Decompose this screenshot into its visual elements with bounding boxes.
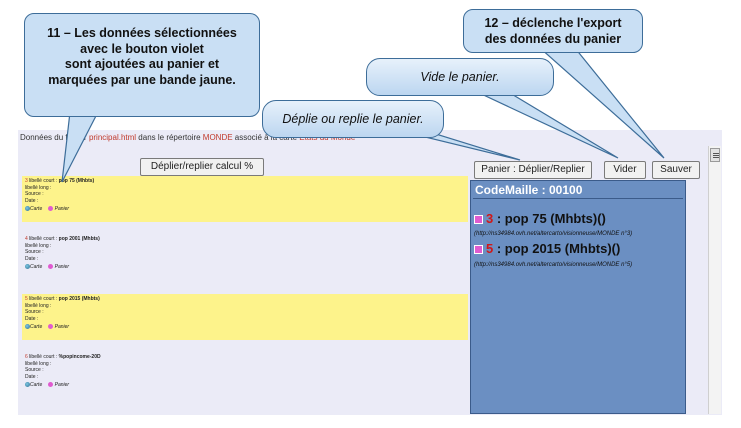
callout-deplie: Déplie ou replie le panier.	[262, 100, 444, 138]
basket-item: 3 : pop 75 (Mhbts)()	[474, 211, 606, 226]
basket-code: CodeMaille : 00100	[475, 183, 583, 197]
globe-icon[interactable]	[25, 206, 30, 212]
list-item: 5 libellé court : pop 2015 (Mhbts) libel…	[22, 294, 468, 340]
globe-icon[interactable]	[25, 324, 30, 330]
basket-divider	[473, 198, 683, 199]
basket-remove-icon[interactable]	[474, 245, 483, 255]
carte-link[interactable]: Carte	[30, 324, 43, 330]
globe-icon[interactable]	[25, 382, 30, 388]
vertical-scrollbar[interactable]	[708, 146, 721, 414]
list-item: 4 libellé court : pop 2001 (Mhbts) libel…	[25, 236, 100, 270]
carte-link[interactable]: Carte	[30, 382, 43, 388]
save-basket-button[interactable]: Sauver	[652, 161, 700, 179]
panier-link[interactable]: Panier	[54, 264, 70, 270]
dir-name: MONDE	[202, 133, 233, 142]
callout-vider: Vide le panier.	[366, 58, 554, 96]
app-frame: Données du fichier principal.html dans l…	[18, 130, 722, 415]
carte-link[interactable]: Carte	[30, 264, 43, 270]
carte-link[interactable]: Carte	[30, 206, 43, 212]
list-item: 3 libellé court : pop 75 (Mhbts) libellé…	[22, 176, 468, 222]
panier-link[interactable]: Panier	[54, 324, 70, 330]
basket-remove-icon[interactable]	[474, 215, 483, 225]
callout-11: 11 – Les données sélectionnées avec le b…	[24, 13, 260, 117]
file-link[interactable]: principal.html	[88, 133, 137, 142]
basket-add-icon[interactable]	[48, 206, 54, 212]
basket-item-url: (http://ns34984.ovh.net/altercarto/visio…	[474, 262, 633, 268]
callout-12: 12 – déclenche l'export des données du p…	[463, 9, 643, 53]
list-item: 6 libellé court : %popincome-20D libellé…	[25, 354, 101, 388]
panier-link[interactable]: Panier	[54, 206, 70, 212]
globe-icon[interactable]	[25, 264, 30, 270]
basket-toggle-button[interactable]: Panier : Déplier/Replier	[474, 161, 592, 179]
data-list: 3 libellé court : pop 75 (Mhbts) libellé…	[22, 176, 468, 414]
basket-item: 5 : pop 2015 (Mhbts)()	[474, 241, 620, 256]
basket-item-url: (http://ns34984.ovh.net/altercarto/visio…	[474, 231, 633, 237]
basket-add-icon[interactable]	[48, 264, 54, 270]
basket-add-icon[interactable]	[48, 324, 54, 330]
basket-add-icon[interactable]	[48, 382, 54, 388]
scroll-thumb[interactable]	[710, 148, 720, 162]
clear-basket-button[interactable]: Vider	[604, 161, 646, 179]
panier-link[interactable]: Panier	[54, 382, 70, 388]
basket-panel: CodeMaille : 00100 3 : pop 75 (Mhbts)() …	[470, 180, 686, 414]
toggle-calc-button[interactable]: Déplier/replier calcul %	[140, 158, 264, 176]
